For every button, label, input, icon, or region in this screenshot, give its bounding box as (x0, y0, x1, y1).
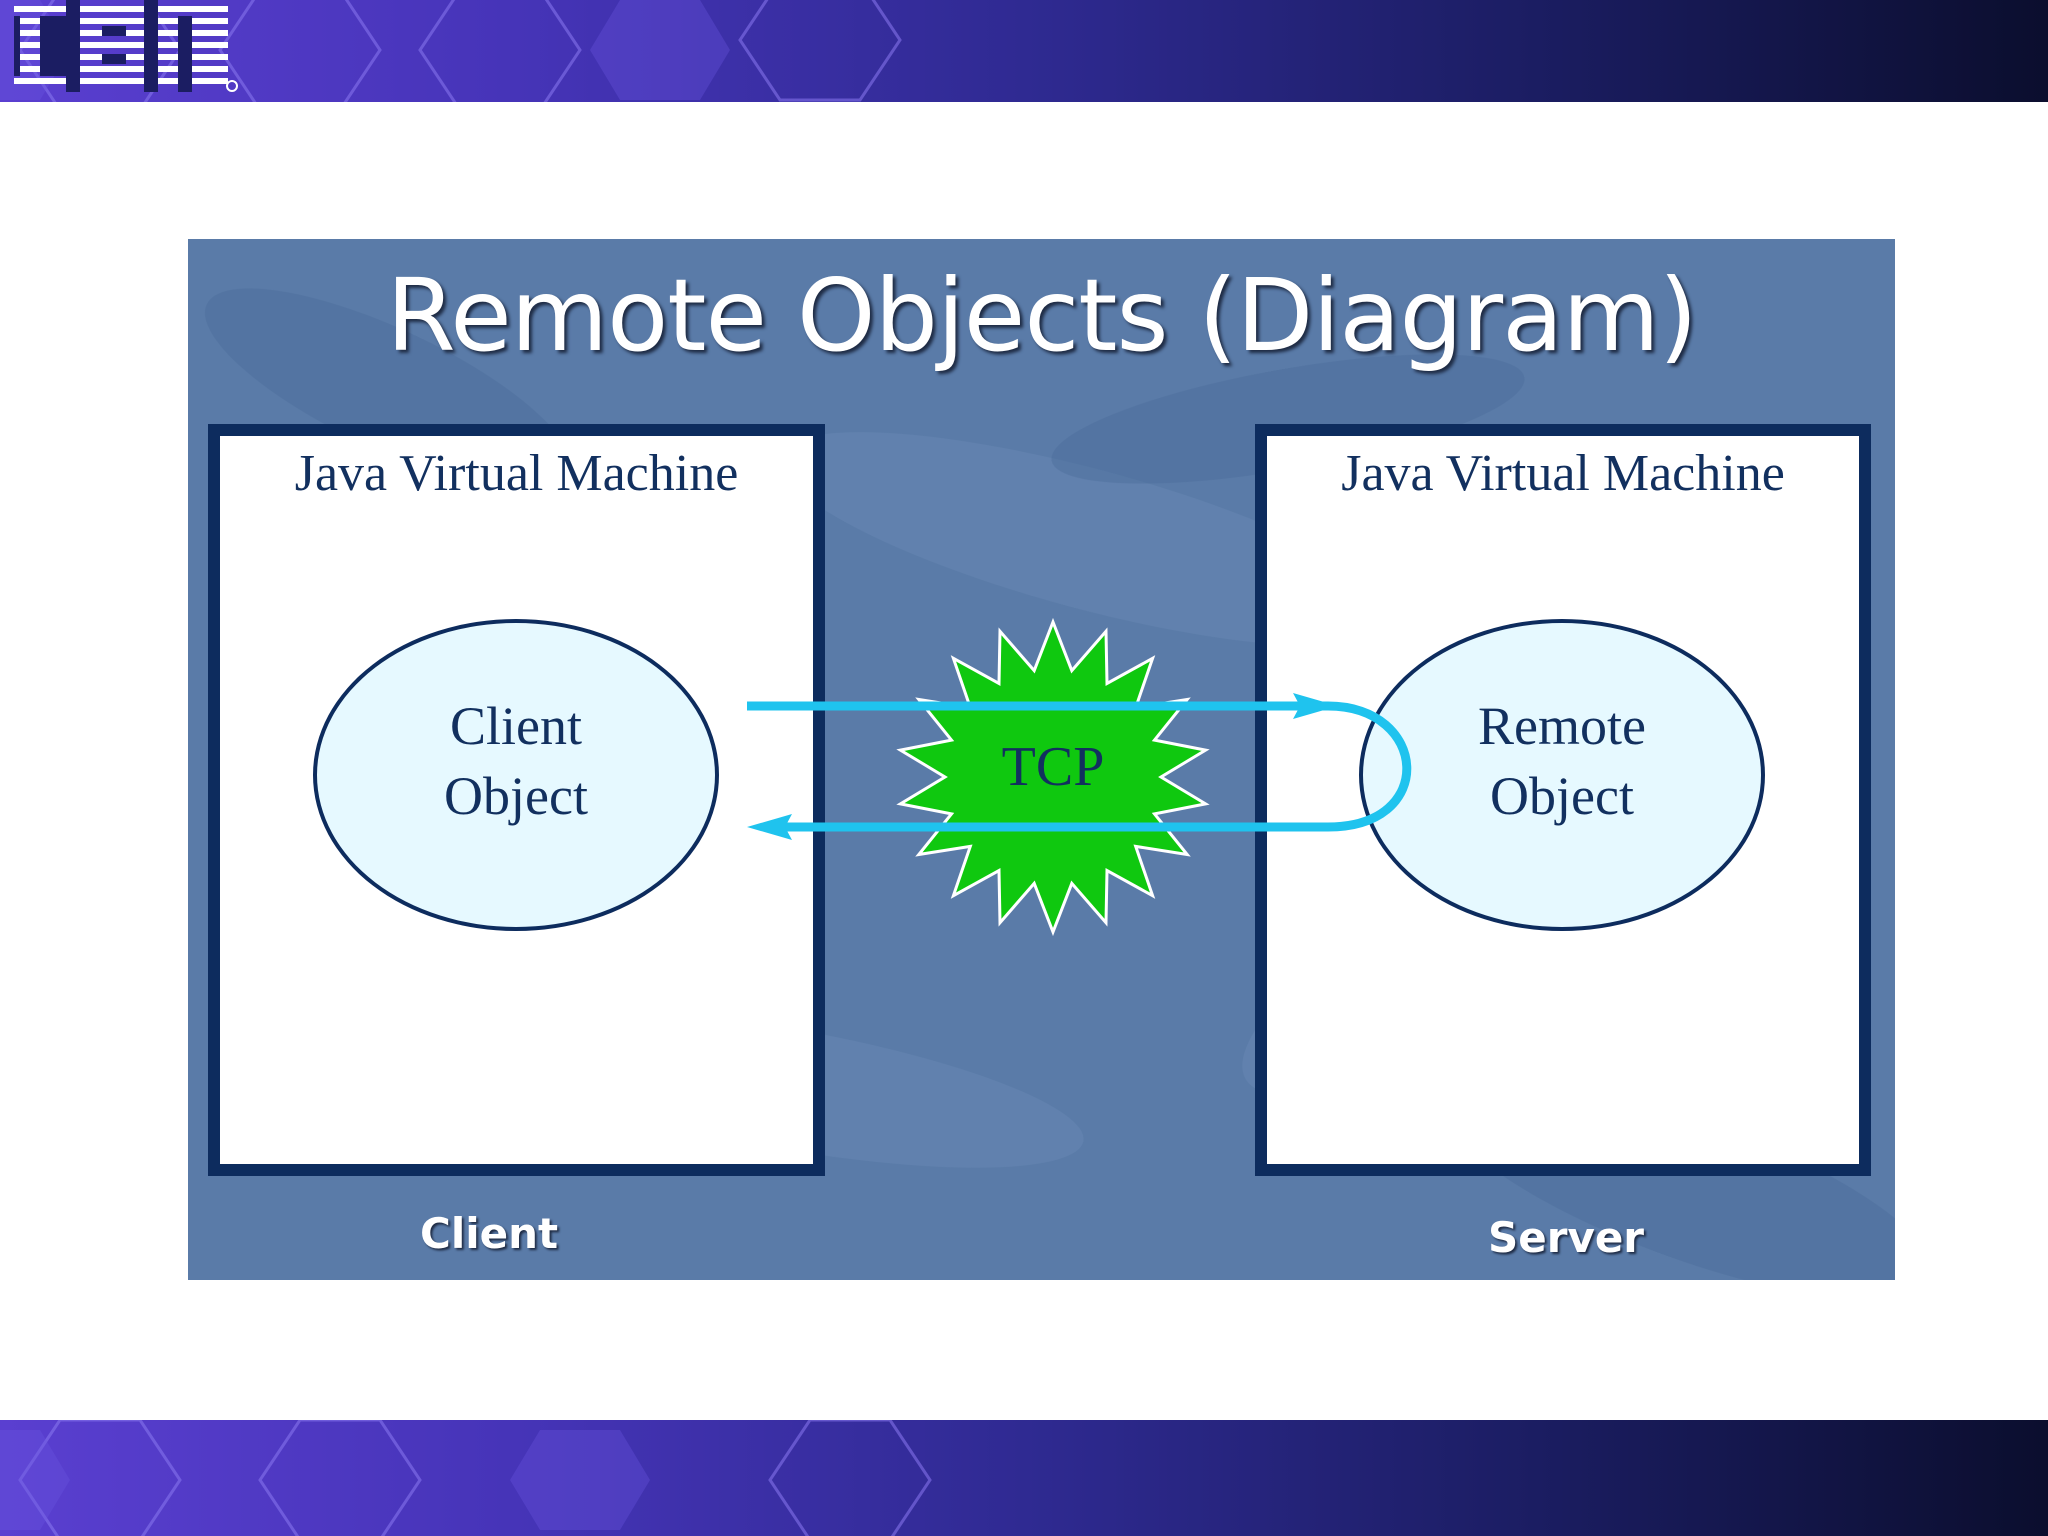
client-jvm-title: Java Virtual Machine (294, 445, 739, 502)
client-object-node: Client Object (313, 619, 719, 931)
server-jvm-box: Java Virtual Machine (1255, 424, 1871, 1176)
server-caption: Server (1488, 1213, 1645, 1262)
ibm-logo (14, 0, 238, 92)
hexagon-pattern-footer (0, 1420, 932, 1536)
remote-object-node: Remote Object (1359, 619, 1765, 931)
client-jvm-box: Java Virtual Machine (208, 424, 825, 1176)
remote-object-label-line1: Remote (1478, 696, 1646, 756)
slide-title: Remote Objects (Diagram) (386, 257, 1698, 374)
client-caption: Client (420, 1209, 559, 1258)
request-arrowhead (1293, 693, 1338, 719)
response-arrowhead (747, 814, 792, 840)
slide-panel: Remote Objects (Diagram) Java Virtual Ma… (188, 239, 1895, 1280)
connection-arrows (747, 693, 1412, 840)
client-object-label-line2: Object (444, 766, 588, 826)
client-object-label-line1: Client (450, 696, 582, 756)
tcp-label: TCP (1001, 736, 1105, 798)
footer-band (0, 1420, 2048, 1536)
loop-return-path (1327, 701, 1412, 832)
tcp-burst-shape (896, 617, 1210, 937)
header-band (0, 0, 2048, 102)
hexagon-pattern (0, 0, 902, 102)
remote-object-label-line2: Object (1490, 766, 1634, 826)
server-jvm-title: Java Virtual Machine (1341, 445, 1785, 502)
